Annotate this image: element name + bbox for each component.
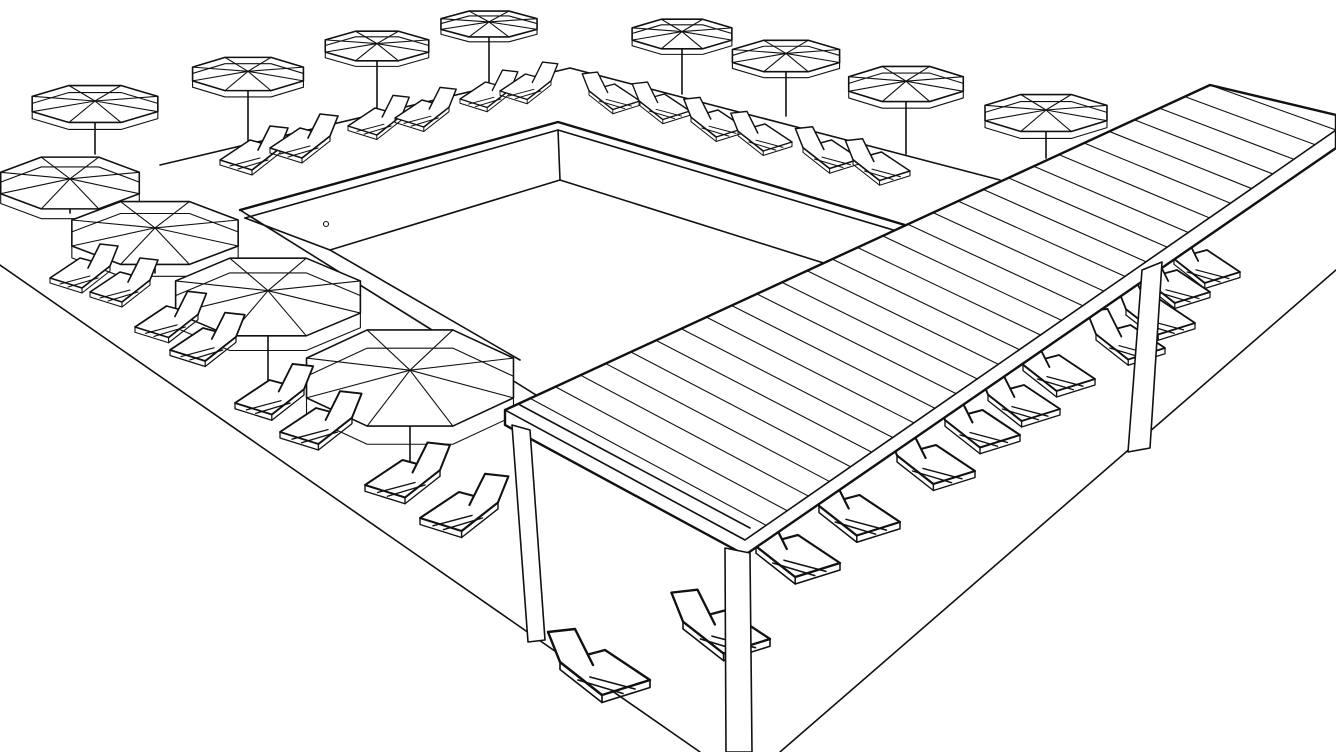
pergola-slat [882,235,1063,321]
sun-lounger [169,311,246,368]
pergola-slat [705,316,915,424]
pergola-slat [1033,165,1189,234]
sun-lounger [89,257,159,308]
pergola-slat [1058,154,1210,219]
sun-lounger [499,61,559,105]
umbrella-group [0,10,1108,489]
pergola-post-back [1127,261,1163,453]
pergola-slat [529,397,767,526]
pool-drain [322,220,330,228]
pergola-slat [1184,96,1316,146]
umbrella [440,10,538,95]
pergola-slat [982,188,1147,263]
pergola-slat [680,328,894,439]
pergola-slat [756,293,957,395]
umbrella [174,257,362,388]
sun-lounger [234,362,315,421]
pergola-slat [1133,119,1274,175]
umbrella [0,156,141,220]
pergola-slat [957,200,1126,277]
sun-lounger [394,86,457,132]
pergola-slat [1083,142,1232,204]
sun-lounger [49,243,119,294]
pergola-slat [806,270,999,365]
pergola-post-front-right [724,547,753,752]
pergola-slat [731,304,936,409]
pergola-slat [579,374,809,497]
sun-lounger [546,627,652,704]
pergola-slat [781,281,978,380]
sun-lounger [347,94,410,140]
sun-lounger [730,110,793,156]
sun-lounger [364,441,451,505]
umbrella [31,84,159,155]
umbrella [324,30,430,132]
pergola-slat [605,363,830,482]
sun-lounger [683,96,746,142]
pergola [503,83,1336,752]
pergola-slat [1108,130,1253,190]
pergola-slat [1008,177,1168,248]
pergola-slat [856,246,1042,336]
sun-lounger [844,137,911,186]
sun-lounger [794,125,861,174]
sun-lounger [670,588,772,662]
sun-lounger [631,81,691,125]
pergola-slat [831,258,1020,351]
sun-lounger [581,71,641,115]
pergola-post-front-left [511,424,546,643]
pergola-slat [655,339,873,453]
umbrella [984,93,1108,159]
pergola-slat [907,223,1084,307]
umbrella [631,18,733,95]
pergola-slat [554,386,788,512]
sun-lounger [418,472,510,539]
pergola-slat [630,351,852,468]
pergola-slat [1209,84,1336,131]
pergola-slat [932,212,1105,292]
pergola-slats [504,84,1336,541]
sun-lounger [134,290,208,344]
umbrella [731,39,841,117]
umbrella [847,65,965,155]
umbrella [191,56,305,160]
pergola-slat [1159,107,1295,160]
pergola-slat [504,409,746,541]
sun-lounger [269,113,339,164]
sun-lounger [279,390,363,451]
